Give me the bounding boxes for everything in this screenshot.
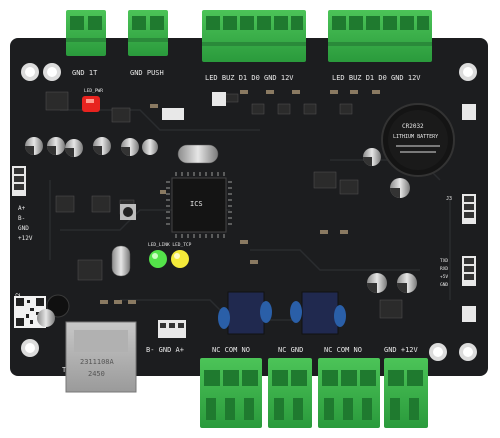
right-silk-labels: J3 TXD RXD +5V GND [440,196,452,288]
label-relay2: NC COM NO [324,346,362,354]
label-rj45-1: 2311108A [80,358,115,366]
tact-button [120,204,136,220]
smd-resistors [100,90,380,304]
top-terminal-blocks [66,10,432,62]
label-power: GND +12V [384,346,419,354]
label-nc-gnd: NC GND [278,346,303,354]
yellow-led-icon [171,250,189,268]
label-top-conn4: LED BUZ D1 D0 GND 12V [332,74,421,82]
pin-headers [12,92,476,338]
red-led-icon [82,96,100,112]
label-gnd: GND [440,282,448,288]
label-battery-2: LITHIUM BATTERY [393,134,438,140]
terminal-block-bottom-4 [384,358,428,428]
label-battery-1: CR2032 [402,123,424,130]
mounting-holes [21,63,477,361]
label-5v: +5V [440,274,448,280]
top-silk-labels: GND 1T GND PUSH LED BUZ D1 D0 GND 12V LE… [72,69,421,82]
label-top-conn3: LED BUZ D1 D0 GND 12V [205,74,294,82]
battery-holder: CR2032 LITHIUM BATTERY [381,103,455,177]
terminal-block-top-3 [202,10,306,62]
terminal-block-top-1 [66,10,106,56]
label-top-conn2: GND PUSH [130,69,164,77]
label-mcu: ICS [190,200,203,208]
bottom-terminal-blocks [200,358,428,428]
label-left-b: B- [18,215,25,222]
label-rj45-2: 2450 [88,370,105,378]
label-led-tags: LED_LINK LED_TCP [148,242,192,248]
green-led-icon [149,250,167,268]
label-rxd: RXD [440,266,448,272]
terminal-block-top-4 [328,10,432,62]
label-relay1: NC COM NO [212,346,250,354]
crystals [111,144,219,277]
capacitors-left [25,137,158,157]
label-txd: TXD [440,258,448,264]
label-rs485: B- GND A+ [146,346,184,354]
label-left-12v: +12V [18,235,33,242]
terminal-block-bottom-2 [268,358,312,428]
label-j3: J3 [446,196,452,202]
rj45-connector: 2311108A 2450 [65,321,137,393]
terminal-block-bottom-3 [318,358,380,428]
capacitor-icon [37,309,55,327]
label-top-conn1: GND 1T [72,69,98,77]
capacitors-right [363,148,417,293]
buzzer-icon [46,294,70,318]
label-led-pwr: LED_PWR [84,88,103,94]
terminal-block-top-2 [128,10,168,56]
relays [218,291,346,335]
label-left-a: A+ [18,205,26,212]
leds: LED_LINK LED_TCP LED_PWR [82,88,192,268]
terminal-block-bottom-1 [200,358,262,428]
label-left-gnd: GND [18,225,29,232]
mcu-chip: ICS [166,172,232,238]
bottom-silk-labels: B- GND A+ NC COM NO NC GND NC COM NO GND… [146,346,419,354]
